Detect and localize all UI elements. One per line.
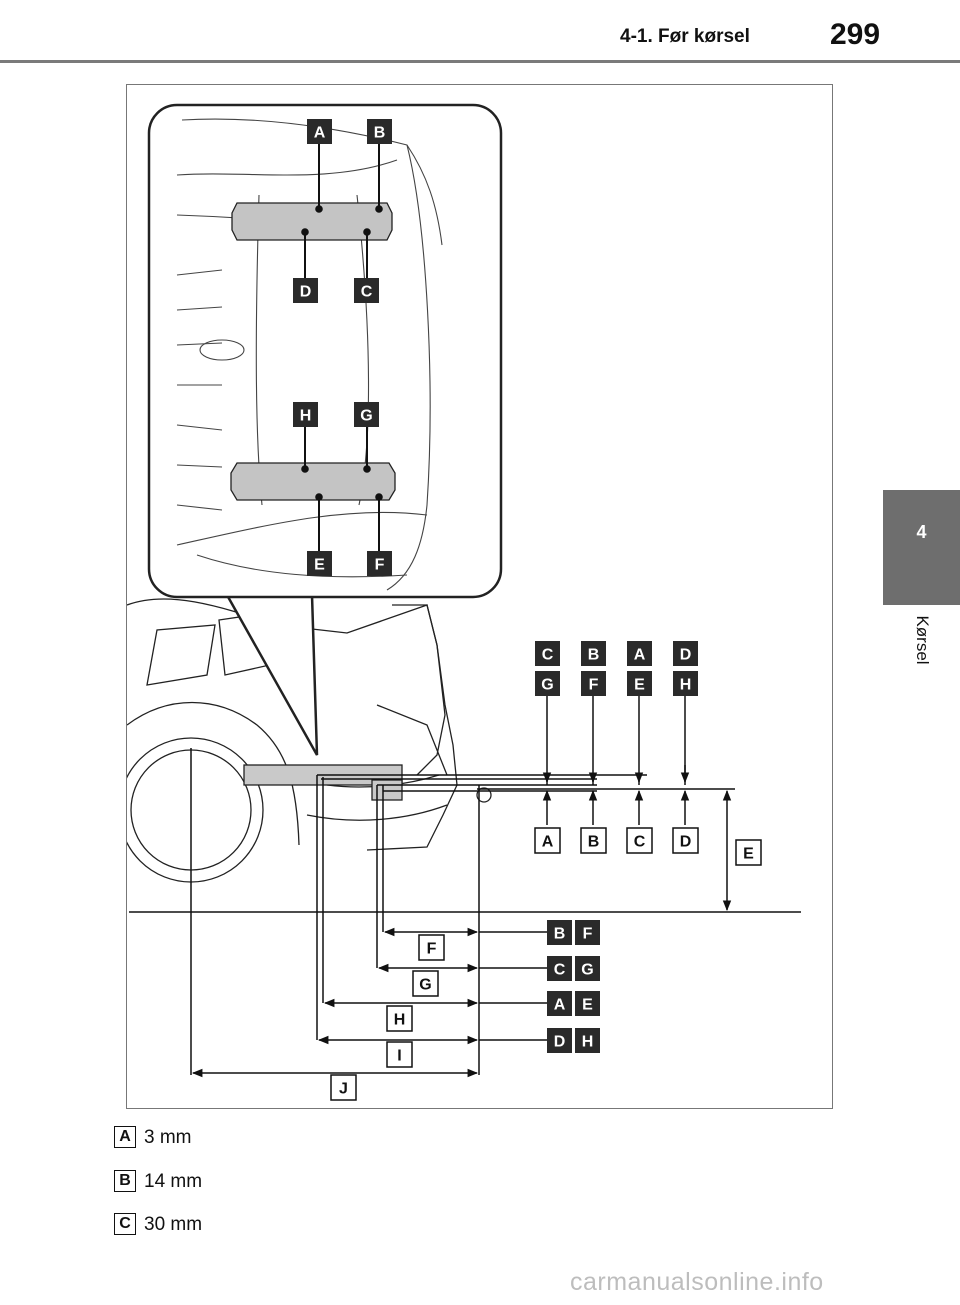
chapter-label: Kørsel (910, 600, 934, 680)
inset-brackets (230, 202, 396, 501)
section-title: 4-1. Før kørsel (620, 26, 750, 47)
ground-label-a: A (542, 834, 554, 851)
vertical-label-top-c: C (542, 647, 554, 664)
legend-key-c: C (114, 1213, 136, 1235)
pair-label-4b: H (582, 1034, 594, 1051)
inset-leaders (301, 143, 383, 551)
ground-label-d: D (680, 834, 692, 851)
chapter-tab: 4 (883, 490, 960, 605)
pair-label-4a: D (554, 1034, 566, 1051)
legend-value-b: 14 mm (144, 1171, 203, 1192)
inset-label-b: B (374, 125, 386, 142)
distance-pair-group: B F C G A E D H (547, 920, 600, 1053)
pair-label-1b: F (583, 926, 593, 943)
ground-label-c: C (634, 834, 646, 851)
inset-label-f: F (375, 557, 385, 574)
watermark: carmanualsonline.info (570, 1268, 824, 1296)
legend-key-b: B (114, 1170, 136, 1192)
distance-label-j: J (339, 1081, 348, 1098)
towing-dimension-figure: A B D C H G E F C B A D G F E H A B C D … (126, 84, 833, 1109)
hitch-side-view (243, 764, 492, 803)
vertical-label-top-a: A (634, 647, 646, 664)
reference-lines (129, 748, 801, 1075)
ground-label-group: A B C D E (534, 827, 762, 866)
pair-label-2a: C (554, 962, 566, 979)
vertical-label-bottom-e: E (634, 677, 645, 694)
pair-label-1a: B (554, 926, 566, 943)
measurement-arrows (191, 695, 732, 1078)
ground-label-b: B (588, 834, 600, 851)
pair-label-3a: A (554, 997, 566, 1014)
vertical-label-top-d: D (680, 647, 692, 664)
inset-label-e: E (314, 557, 325, 574)
vertical-label-group: C B A D G F E H (535, 641, 698, 696)
distance-label-f: F (427, 941, 437, 958)
figure-svg: A B D C H G E F C B A D G F E H A B C D … (127, 103, 801, 1101)
inset-label-d: D (300, 284, 312, 301)
inset-label-h: H (300, 408, 312, 425)
inset-label-g: G (360, 408, 372, 425)
legend-value-a: 3 mm (144, 1127, 192, 1148)
legend-value-c: 30 mm (144, 1214, 203, 1235)
pair-label-2b: G (581, 962, 593, 979)
vertical-label-bottom-f: F (589, 677, 599, 694)
vertical-label-top-b: B (588, 647, 600, 664)
distance-label-group: F G H I J (330, 934, 445, 1101)
distance-label-g: G (419, 977, 431, 994)
chapter-label-text: Kørsel (913, 615, 932, 665)
distance-label-h: H (394, 1012, 406, 1029)
legend-key-a: A (114, 1126, 136, 1148)
chapter-number: 4 (916, 522, 927, 542)
page-number: 299 (830, 18, 881, 51)
distance-label-i: I (397, 1048, 401, 1065)
header-divider (0, 60, 960, 63)
height-label-e: E (743, 846, 754, 863)
pair-label-3b: E (582, 997, 593, 1014)
inset-label-c: C (361, 284, 373, 301)
vertical-label-bottom-h: H (680, 677, 692, 694)
vertical-label-bottom-g: G (541, 677, 553, 694)
inset-label-group: A B D C H G E F (293, 119, 392, 576)
inset-label-a: A (314, 125, 326, 142)
